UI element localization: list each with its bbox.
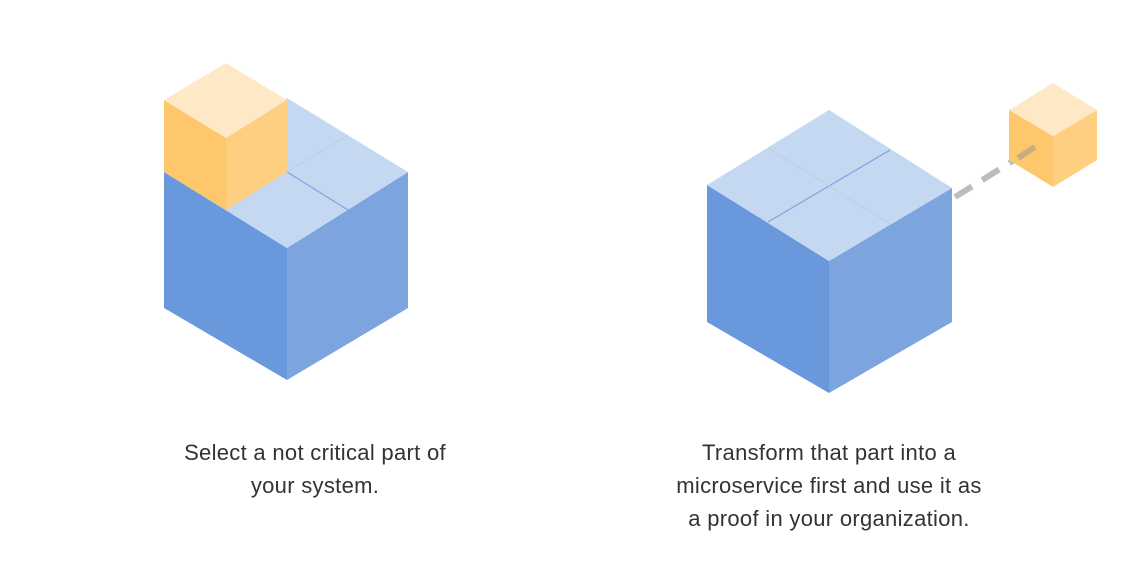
step-2-caption: Transform that part into a microservice …	[629, 436, 1029, 535]
cube-left-face	[707, 185, 829, 393]
orange-left-face	[164, 100, 226, 210]
selected-part-cube	[164, 63, 287, 210]
microservice-cube	[1009, 83, 1097, 187]
cube-right-face	[829, 188, 952, 393]
orange-top-face	[1009, 83, 1097, 136]
orange-right-face	[226, 100, 287, 210]
step-1-caption: Select a not critical part of your syste…	[115, 436, 515, 502]
top-seam	[286, 171, 349, 211]
dashed-connector-overlap	[1016, 144, 1037, 161]
top-seam	[767, 147, 891, 225]
cube-right-face	[287, 172, 408, 380]
orange-right-face	[1053, 110, 1097, 187]
caption-line: your system.	[250, 473, 380, 498]
caption-line: a proof in your organization.	[688, 506, 970, 531]
orange-top-face	[164, 63, 287, 138]
cube-left-face	[164, 172, 287, 380]
caption-line: Transform that part into a	[702, 440, 956, 465]
top-seam	[286, 134, 349, 173]
caption-line: microservice first and use it as	[676, 473, 982, 498]
caption-line: Select a not critical part of	[184, 440, 446, 465]
monolith-cube-right	[707, 110, 952, 393]
